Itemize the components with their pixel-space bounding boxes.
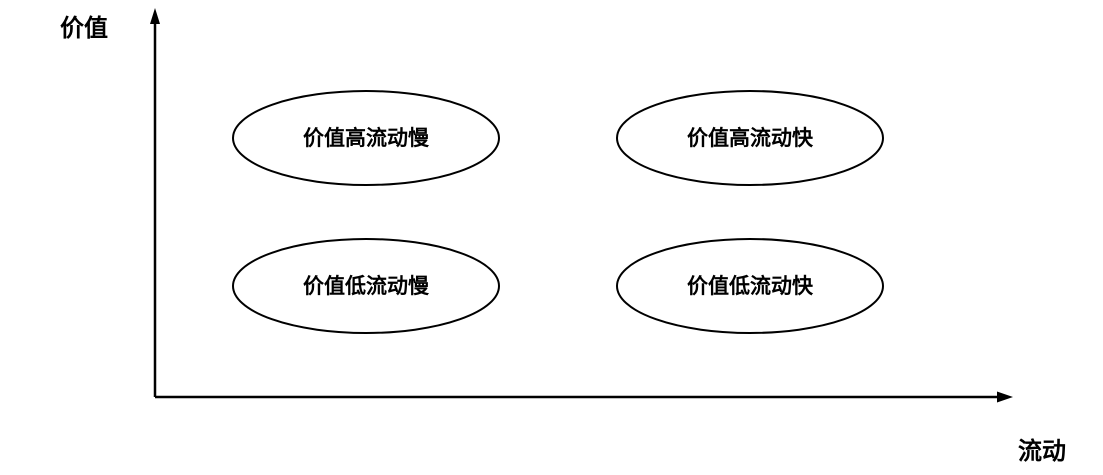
y-axis-arrow-icon (150, 8, 160, 24)
quadrant-bottom-right: 价值低流动快 (616, 238, 884, 334)
x-axis-label: 流动 (1018, 437, 1066, 465)
quadrant-ellipse (232, 238, 500, 334)
x-axis-arrow-icon (997, 391, 1013, 403)
quadrant-label-bottom-right: 价值低流动快 (687, 274, 814, 298)
quadrant-label-top-left: 价值高流动慢 (303, 126, 430, 150)
quadrant-label-bottom-left: 价值低流动慢 (303, 274, 430, 298)
y-axis-label: 价值 (60, 14, 108, 42)
quadrant-top-left: 价值高流动慢 (232, 90, 500, 186)
quadrant-bottom-left: 价值低流动慢 (232, 238, 500, 334)
quadrant-label-top-right: 价值高流动快 (687, 126, 814, 150)
quadrant-ellipse (616, 238, 884, 334)
quadrant-ellipse (616, 90, 884, 186)
quadrant-top-right: 价值高流动快 (616, 90, 884, 186)
quadrant-ellipse (232, 90, 500, 186)
